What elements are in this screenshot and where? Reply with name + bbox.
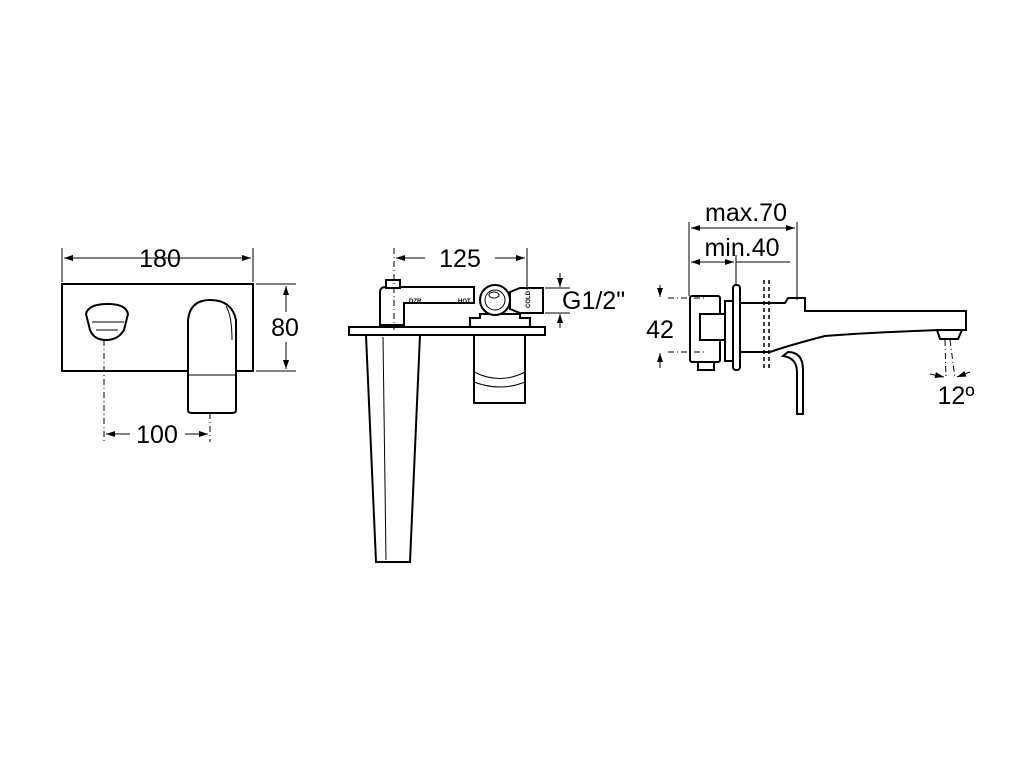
wall-plate bbox=[61, 283, 254, 372]
spout-profile bbox=[739, 297, 967, 353]
mounting-plate bbox=[348, 326, 546, 336]
profile-view: max.70 min.40 42 12º bbox=[646, 199, 975, 415]
thread-dimension: G1/2" bbox=[562, 287, 625, 315]
height-dimension: 80 bbox=[271, 314, 299, 342]
dzr-label: DZR bbox=[409, 299, 422, 305]
depth-dimension: 125 bbox=[439, 245, 481, 273]
width-dimension: 180 bbox=[139, 245, 181, 273]
lever-handle bbox=[187, 298, 237, 414]
aerator-outlet bbox=[84, 302, 130, 342]
angle-dimension: 12º bbox=[938, 382, 975, 410]
cold-label: COLD bbox=[526, 290, 532, 308]
min-dimension: min.40 bbox=[704, 234, 779, 262]
wall-plate-profile bbox=[732, 284, 741, 371]
height-dimension-42: 42 bbox=[646, 316, 674, 344]
cartridge-body bbox=[473, 334, 526, 404]
lever-profile bbox=[780, 350, 804, 415]
front-view: 180 80 100 bbox=[61, 245, 302, 449]
concealed-body: DZR HOT COLD bbox=[379, 279, 544, 328]
spout bbox=[364, 334, 422, 563]
spacing-dimension: 100 bbox=[136, 421, 178, 449]
hot-label: HOT bbox=[458, 299, 471, 305]
max-dimension: max.70 bbox=[705, 199, 787, 227]
side-view: DZR HOT COLD 125 G1/2" bbox=[348, 245, 625, 563]
